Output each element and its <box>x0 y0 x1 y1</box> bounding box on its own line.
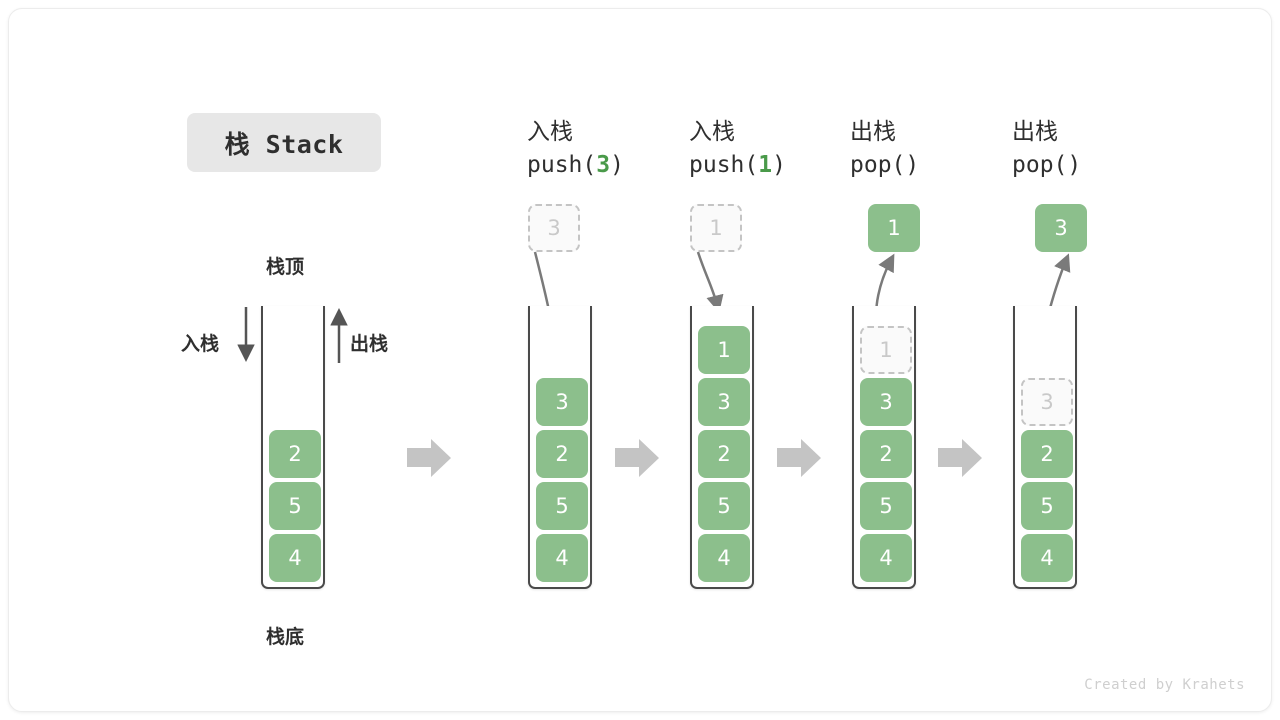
label-pop-side: 出栈 <box>350 333 389 355</box>
stack-cell: 4 <box>536 534 588 582</box>
popped-value-box: 3 <box>1035 204 1087 252</box>
flow-arrow-icon <box>615 439 659 477</box>
stack-cell: 4 <box>269 534 321 582</box>
stack-cell: 2 <box>536 430 588 478</box>
stack-cell: 3 <box>698 378 750 426</box>
side-direction-arrows <box>237 307 348 363</box>
stack-cell: 5 <box>698 482 750 530</box>
stack-cell-removed: 1 <box>860 326 912 374</box>
column-header-pop-2: 出栈 pop() <box>1012 116 1212 183</box>
column-header-code: pop() <box>850 152 920 179</box>
column-header-push-3: 入栈 push(3) <box>527 116 727 183</box>
pending-push-box: 3 <box>528 204 580 252</box>
pending-push-box: 1 <box>690 204 742 252</box>
stack-cell: 2 <box>698 430 750 478</box>
stack-column-pop-2: 3 2 5 4 <box>1013 306 1077 589</box>
column-header-push-1: 入栈 push(1) <box>689 116 889 183</box>
title-chip: 栈 Stack <box>187 113 381 172</box>
flow-arrow-icon <box>938 439 982 477</box>
watermark: Created by Krahets <box>1084 677 1245 693</box>
stack-cell: 2 <box>269 430 321 478</box>
stack-cell-removed: 3 <box>1021 378 1073 426</box>
column-header-cn: 入栈 <box>689 119 735 145</box>
stack-cell: 2 <box>860 430 912 478</box>
column-header-code: push(3) <box>527 152 624 179</box>
label-push-side: 入栈 <box>181 333 220 355</box>
label-stack-top: 栈顶 <box>266 256 305 278</box>
column-header-cn: 出栈 <box>850 119 896 145</box>
column-header-cn: 出栈 <box>1012 119 1058 145</box>
diagram-card: 栈 Stack 栈顶 栈底 入栈 出栈 2 5 4 入栈 push(3) 3 <box>8 8 1272 712</box>
column-header-code: push(1) <box>689 152 786 179</box>
column-header-pop-1: 出栈 pop() <box>850 116 1050 183</box>
stack-cell: 4 <box>1021 534 1073 582</box>
column-header-code: pop() <box>1012 152 1082 179</box>
stack-column-push-3: 3 2 5 4 <box>528 306 592 589</box>
stack-column-initial: 2 5 4 <box>261 306 325 589</box>
label-stack-bottom: 栈底 <box>266 626 305 648</box>
popped-value-box: 1 <box>868 204 920 252</box>
stack-cell: 5 <box>269 482 321 530</box>
stack-cell: 3 <box>536 378 588 426</box>
flow-arrow-icon <box>777 439 821 477</box>
stack-column-pop-1: 1 3 2 5 4 <box>852 306 916 589</box>
stack-cell: 3 <box>860 378 912 426</box>
stack-cell: 5 <box>860 482 912 530</box>
push-arrow-icon <box>696 251 724 313</box>
stack-cell: 1 <box>698 326 750 374</box>
stack-column-push-1: 1 3 2 5 4 <box>690 306 754 589</box>
stack-cell: 2 <box>1021 430 1073 478</box>
column-header-cn: 入栈 <box>527 119 573 145</box>
stack-cell: 4 <box>698 534 750 582</box>
stack-cell: 4 <box>860 534 912 582</box>
stack-cell: 5 <box>536 482 588 530</box>
flow-arrow-icon <box>407 439 451 477</box>
stack-cell: 5 <box>1021 482 1073 530</box>
